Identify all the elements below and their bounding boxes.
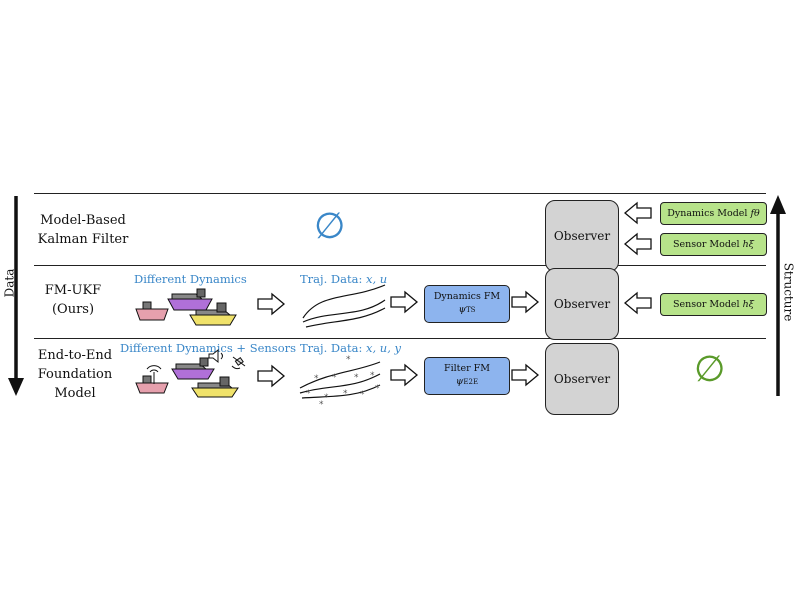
dynamics-fm-symbol: ψTS (458, 304, 476, 315)
traj-data-label: Traj. Data: x, u, y (300, 341, 401, 355)
traj-data-vars: x, u, y (366, 341, 402, 355)
speaker-icon (208, 348, 223, 364)
satellite-icon (231, 356, 246, 370)
dynamics-fm-box: Dynamics FM ψTS (424, 285, 510, 323)
sensor-model-label: Sensor Model (673, 239, 740, 250)
row-label-line: End-to-End (37, 348, 113, 363)
observer-box: Observer (545, 343, 619, 415)
row-label-line: (Ours) (51, 301, 95, 317)
boat-icon-yellow (191, 376, 239, 398)
separator-1 (34, 265, 766, 266)
traj-data-text: Traj. Data: (300, 341, 363, 355)
row-label-model-based: Model-Based Kalman Filter (28, 212, 138, 250)
arrow-fm-to-observer (511, 291, 539, 313)
sensor-model-box: Sensor Model hξ (660, 293, 767, 316)
boat-icon-pink (135, 301, 169, 321)
svg-text:*: * (346, 355, 351, 365)
trajectory-curves (299, 361, 381, 399)
dynamics-model-label: Dynamics Model (667, 208, 748, 219)
row-label-line: FM-UKF (44, 283, 102, 298)
row-label-line: Foundation (37, 366, 113, 382)
traj-data-vars: x, u (366, 272, 388, 286)
arrow-from-dynamics-model (624, 202, 652, 224)
boat-icon-purple (171, 357, 215, 380)
observer-box: Observer (545, 200, 619, 272)
filter-fm-box: Filter FM ψE2E (424, 357, 510, 395)
boat-icon-yellow (189, 302, 237, 326)
svg-text:*: * (324, 393, 329, 403)
arrow-from-sensor-model (624, 292, 652, 314)
sensor-model-symbol: hξ (742, 239, 754, 250)
dynamics-model-symbol: fθ (750, 208, 760, 219)
measurement-markers: * * * * * * * * * * * (306, 355, 380, 410)
svg-text:*: * (375, 384, 380, 394)
svg-text:*: * (306, 389, 311, 399)
arrow-boats-to-traj (257, 293, 285, 315)
svg-text:*: * (354, 373, 359, 383)
different-dynamics-sensors-title: Different Dynamics + Sensors (120, 341, 297, 355)
row-label-line: Kalman Filter (37, 231, 129, 247)
dynamics-model-box: Dynamics Model fθ (660, 202, 767, 225)
arrow-traj-to-fm (390, 364, 418, 386)
svg-text:*: * (314, 374, 319, 384)
row-label-line: Model-Based (40, 213, 126, 228)
boat-icon-pink (135, 375, 169, 394)
separator-2 (34, 338, 766, 339)
row-label-end-to-end: End-to-End Foundation Model (20, 347, 130, 404)
separator-top (34, 193, 766, 194)
arrow-fm-to-observer (511, 364, 539, 386)
empty-set-symbol: ∅ (314, 206, 346, 247)
observer-box: Observer (545, 268, 619, 340)
filter-fm-symbol: ψE2E (455, 376, 479, 387)
sensor-model-box: Sensor Model hξ (660, 233, 767, 256)
svg-text:*: * (360, 390, 365, 400)
svg-text:*: * (343, 389, 348, 399)
traj-data-label: Traj. Data: x, u (300, 272, 387, 286)
arrow-boats-to-traj (257, 365, 285, 387)
empty-set-symbol: ∅ (694, 349, 726, 390)
svg-text:*: * (332, 373, 337, 383)
sensor-model-label: Sensor Model (673, 299, 740, 310)
row-label-fm-ukf: FM-UKF (Ours) (18, 282, 128, 320)
boat-icon-purple (167, 288, 213, 311)
row-label-line: Model (54, 385, 96, 401)
traj-data-text: Traj. Data: (300, 272, 363, 286)
sensor-model-symbol: hξ (742, 299, 754, 310)
dynamics-fm-title: Dynamics FM (433, 291, 501, 303)
trajectory-curves (302, 284, 386, 328)
svg-text:*: * (319, 400, 324, 410)
antenna-icon (146, 365, 162, 384)
arrow-from-sensor-model (624, 233, 652, 255)
filter-fm-title: Filter FM (444, 363, 490, 375)
svg-text:*: * (370, 371, 375, 381)
different-dynamics-title: Different Dynamics (134, 272, 247, 286)
arrow-traj-to-fm (390, 291, 418, 313)
